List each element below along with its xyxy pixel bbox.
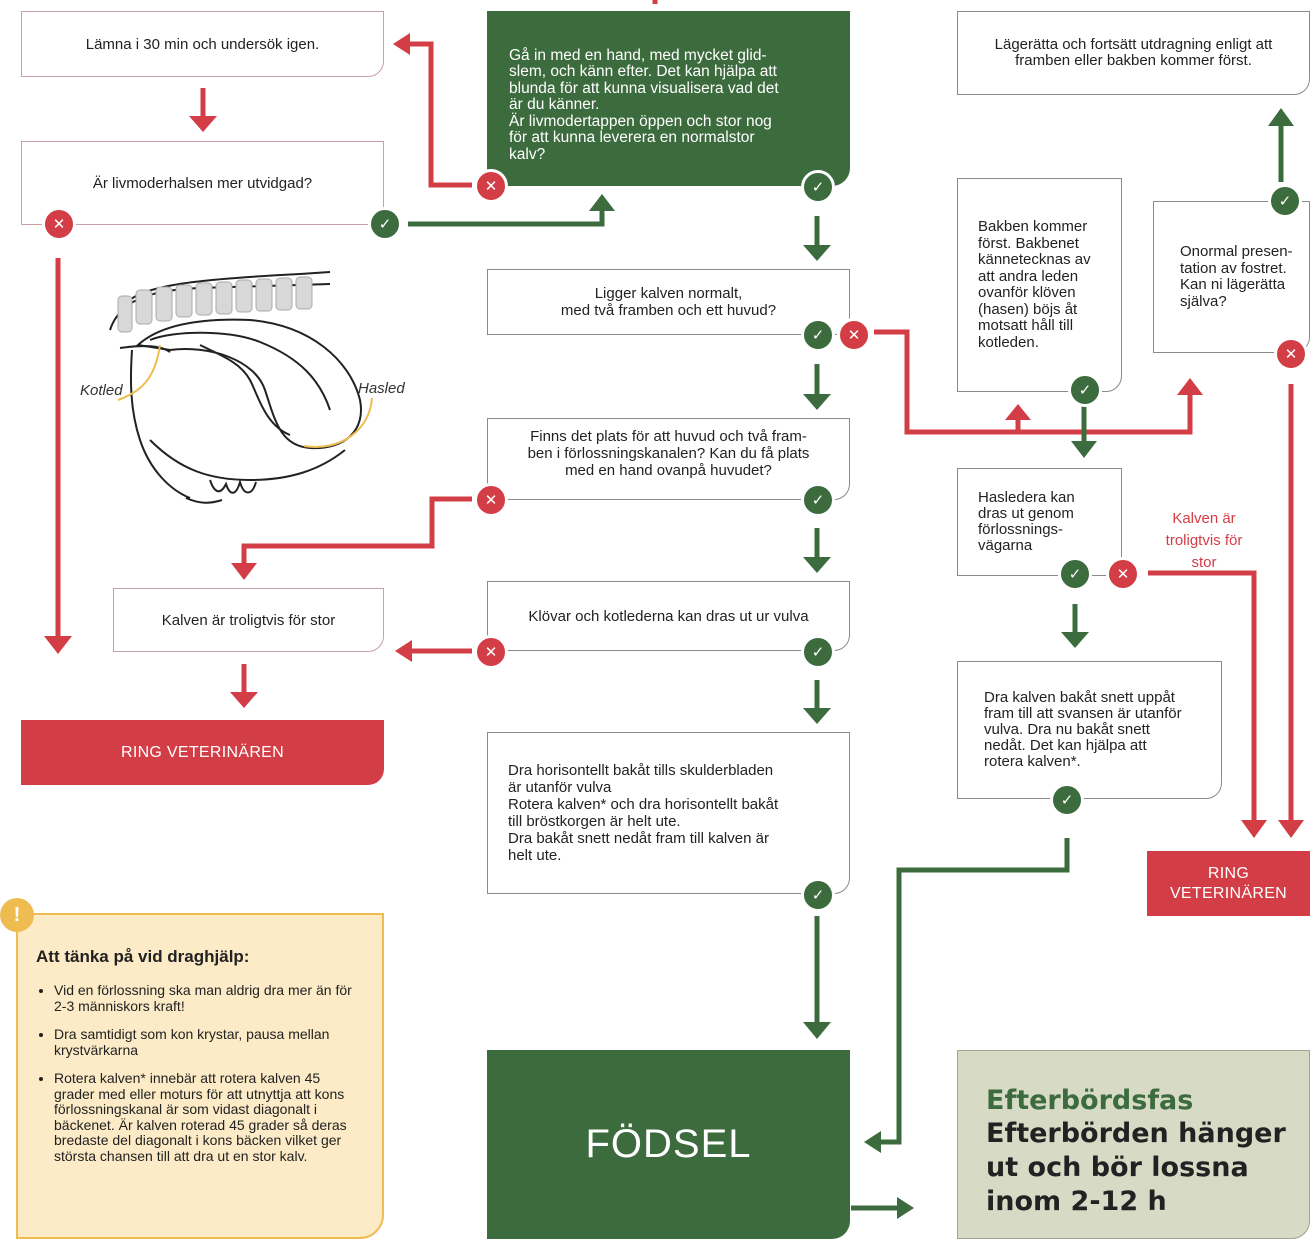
arrowhead [1278, 820, 1304, 838]
yes-icon: ✓ [801, 878, 835, 912]
yes-icon: ✓ [801, 170, 835, 204]
connector-dilated-yes [408, 210, 605, 227]
hasled-label: Hasled [358, 380, 405, 397]
birth-text: FÖDSEL [585, 1122, 752, 1166]
hind-legs-text: Bakben kommer först. Bakbenet känneteckn… [978, 218, 1091, 351]
connector-hocks-no [1148, 570, 1257, 822]
afterbirth-text: Efterbörden hänger ut och bör lossna ino… [986, 1118, 1286, 1217]
arrowhead [803, 708, 831, 724]
hooves-text: Klövar och kotlederna kan dras ut ur vul… [528, 607, 809, 625]
connector-space-no [241, 496, 472, 566]
afterbirth-box: Efterbördsfas Efterbörden hänger ut och … [957, 1050, 1310, 1239]
correct-pull-text: Lägerätta och fortsätt utdragning enligt… [994, 36, 1273, 69]
tips-list: Vid en förlossning ska man aldrig dra me… [36, 982, 364, 1164]
likely-big-label: Kalven är troligtvis för stor [1152, 486, 1256, 574]
wait-box: Lämna i 30 min och undersök igen. [21, 11, 384, 77]
no-icon: ✕ [474, 169, 508, 203]
no-icon: ✕ [1274, 337, 1308, 371]
hocks-text: Hasledera kan dras ut genom förlossnings… [978, 489, 1075, 554]
arrowhead [1268, 108, 1294, 126]
yes-icon: ✓ [1050, 783, 1084, 817]
pull-text: Dra horisontellt bakåt tills skulderblad… [508, 762, 779, 864]
yes-icon: ✓ [801, 318, 835, 352]
arrowhead [1241, 820, 1267, 838]
call-vet-right-button: RING VETERINÄREN [1147, 851, 1310, 916]
yes-icon: ✓ [1068, 373, 1102, 407]
connector-position-no [874, 329, 1193, 435]
hind-legs-box: Bakben kommer först. Bakbenet känneteckn… [957, 178, 1122, 392]
arrowhead [803, 1022, 831, 1039]
no-icon: ✕ [474, 483, 508, 517]
tip-item: Dra samtidigt som kon krystar, pausa mel… [54, 1026, 364, 1058]
tips-title: Att tänka på vid draghjälp: [36, 947, 250, 966]
connector-pullback-yes [880, 838, 1070, 1145]
arrowhead [1177, 378, 1203, 395]
tips-note: Att tänka på vid draghjälp: Vid en förlo… [16, 913, 384, 1239]
abnormal-text: Onormal presen- tation av fostret. Kan n… [1180, 243, 1293, 310]
calf-in-uterus-figure [109, 271, 373, 504]
arrowhead [1005, 404, 1031, 420]
yes-icon: ✓ [1058, 557, 1092, 591]
yes-icon: ✓ [801, 483, 835, 517]
birth-box: FÖDSEL [487, 1050, 850, 1239]
arrowhead [897, 1197, 914, 1219]
tip-item: Vid en förlossning ska man aldrig dra me… [54, 982, 364, 1014]
arrowhead [803, 245, 831, 261]
position-box: Ligger kalven normalt, med två framben o… [487, 269, 850, 335]
pull-back-box: Dra kalven bakåt snett uppåt fram till a… [957, 661, 1222, 799]
check-hand-box: Gå in med en hand, med mycket glid- slem… [487, 11, 850, 186]
no-icon: ✕ [1106, 557, 1140, 591]
likely-big-text: Kalven är troligtvis för stor [1165, 510, 1243, 571]
too-big-box: Kalven är troligtvis för stor [113, 588, 384, 652]
arrowhead [803, 394, 831, 410]
arrowhead [230, 692, 258, 708]
yes-icon: ✓ [368, 207, 402, 241]
arrowhead [393, 33, 410, 55]
arrowhead [803, 557, 831, 573]
connector-no-to-wait [407, 41, 472, 188]
arrowhead [44, 636, 72, 654]
warning-icon: ! [0, 898, 34, 932]
abnormal-box: Onormal presen- tation av fostret. Kan n… [1153, 201, 1310, 353]
kotled-label: Kotled [80, 382, 123, 399]
call-vet-left-button: RING VETERINÄREN [21, 720, 384, 785]
no-icon: ✕ [837, 318, 871, 352]
space-box: Finns det plats för att huvud och två fr… [487, 418, 850, 500]
arrowhead [589, 194, 615, 211]
arrowhead [189, 116, 217, 132]
no-icon: ✕ [42, 207, 76, 241]
arrowhead [864, 1131, 881, 1153]
hocks-box: Hasledera kan dras ut genom förlossnings… [957, 468, 1122, 576]
check-hand-text: Gå in med en hand, med mycket glid- slem… [509, 46, 779, 163]
arrowhead [395, 640, 412, 662]
no-icon: ✕ [474, 635, 508, 669]
dilated-text: Är livmoderhalsen mer utvidgad? [92, 174, 313, 192]
position-text: Ligger kalven normalt, med två framben o… [560, 285, 777, 319]
dilated-box: Är livmoderhalsen mer utvidgad? [21, 141, 384, 225]
wait-text: Lämna i 30 min och undersök igen. [85, 35, 320, 53]
afterbirth-title: Efterbördsfas [986, 1085, 1194, 1116]
call-vet-left-text: RING VETERINÄREN [120, 743, 285, 761]
pull-back-text: Dra kalven bakåt snett uppåt fram till a… [984, 689, 1182, 770]
pull-box: Dra horisontellt bakåt tills skulderblad… [487, 732, 850, 894]
arrowhead [1061, 632, 1089, 648]
space-text: Finns det plats för att huvud och två fr… [527, 427, 810, 479]
yes-icon: ✓ [1268, 184, 1302, 218]
correct-pull-box: Lägerätta och fortsätt utdragning enligt… [957, 11, 1310, 95]
arrowhead [1071, 441, 1097, 458]
too-big-text: Kalven är troligtvis för stor [161, 611, 336, 629]
call-vet-right-text: RING VETERINÄREN [1169, 864, 1288, 902]
yes-icon: ✓ [801, 635, 835, 669]
hooves-box: Klövar och kotlederna kan dras ut ur vul… [487, 581, 850, 651]
tip-item: Rotera kalven* innebär att rotera kalven… [54, 1070, 364, 1164]
arrowhead [231, 563, 257, 580]
